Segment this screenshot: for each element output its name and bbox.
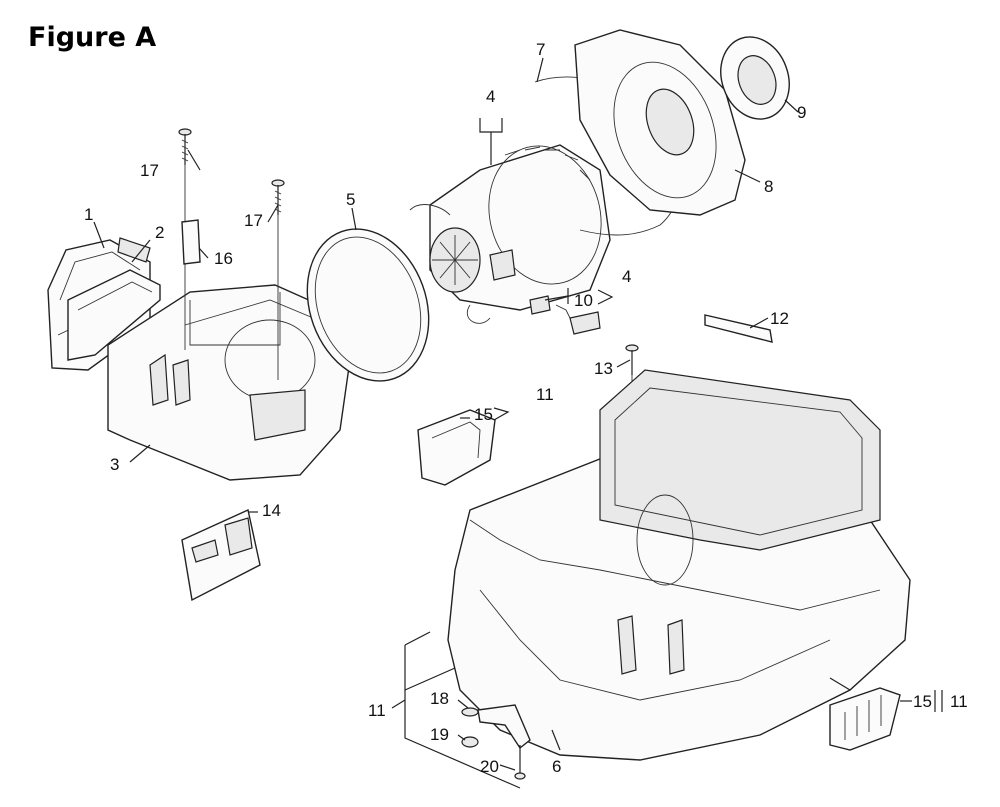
callout-9: 9 (797, 103, 806, 122)
part-17-screw-b (271, 179, 285, 215)
callout-5: 5 (346, 190, 355, 209)
leader-lines (93, 57, 943, 789)
callout-19: 19 (430, 725, 449, 744)
part-15-latch-upper (417, 409, 496, 486)
part-16-cover-plate (181, 219, 201, 265)
part-2-plate (67, 269, 161, 361)
callout-4-upper: 4 (486, 87, 495, 106)
callout-3: 3 (110, 455, 119, 474)
callout-7: 7 (536, 40, 545, 59)
callout-15-lower: 15 (913, 692, 932, 711)
callout-2: 2 (155, 223, 164, 242)
callout-1: 1 (84, 205, 93, 224)
callout-11-upper: 11 (536, 385, 554, 404)
callout-4-lower: 4 (622, 267, 631, 286)
callout-11-right: 11 (950, 692, 968, 711)
callout-8: 8 (764, 177, 773, 196)
part-8-motor-cover (574, 29, 746, 216)
part-15-latch-lower (829, 687, 901, 751)
part-10-carbon-brushes (529, 295, 601, 335)
callout-12: 12 (770, 309, 789, 328)
figure-title: Figure A (28, 22, 157, 53)
part-19-washer (461, 736, 479, 748)
part-6-base-body (447, 369, 911, 761)
callout-20: 20 (480, 757, 499, 776)
part-14-circuit-board (181, 509, 261, 602)
part-9-ring (720, 36, 790, 120)
part-17-screw-a (178, 128, 192, 165)
callout-16: 16 (214, 249, 233, 268)
callout-17-left: 17 (140, 161, 159, 180)
part-3-fan-housing (107, 284, 351, 481)
callout-6: 6 (552, 757, 561, 776)
callout-11-left: 11 (368, 701, 386, 720)
part-4-motor (409, 144, 611, 324)
callout-18: 18 (430, 689, 449, 708)
part-5-seal-ring (306, 228, 430, 382)
part-20-screw (514, 745, 526, 780)
callout-15-upper: 15 (474, 405, 493, 424)
callout-14: 14 (262, 501, 281, 520)
part-12-strip (704, 314, 773, 343)
callout-13: 13 (594, 359, 613, 378)
callout-10: 10 (574, 291, 593, 310)
callout-17-right: 17 (244, 211, 263, 230)
